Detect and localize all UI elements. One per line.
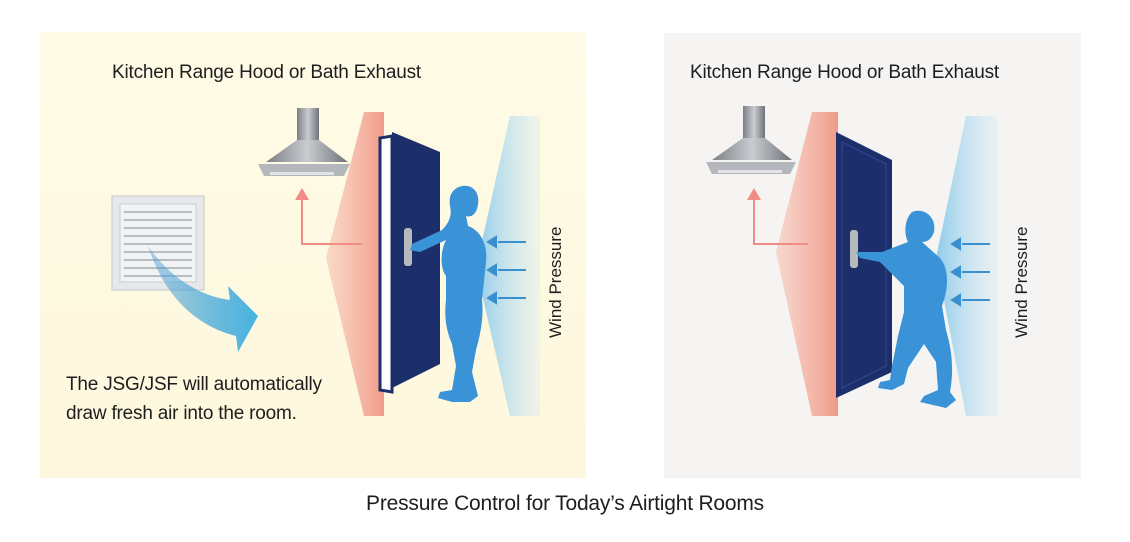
wind-pressure-zone	[476, 116, 540, 416]
description: The JSG/JSF will automatically draw fres…	[66, 370, 322, 428]
description-line-1: The JSG/JSF will automatically	[66, 370, 322, 399]
exhaust-fan-icon	[112, 196, 204, 290]
range-hood-icon-right	[706, 106, 796, 174]
door-icon	[380, 132, 440, 392]
appliance-label-right: Kitchen Range Hood or Bath Exhaust	[690, 62, 999, 84]
wind-pressure-label-right: Wind Pressure	[1012, 227, 1032, 338]
wind-pressure-label-left: Wind Pressure	[546, 227, 566, 338]
appliance-label-left: Kitchen Range Hood or Bath Exhaust	[112, 62, 421, 84]
figure-caption: Pressure Control for Today’s Airtight Ro…	[0, 492, 1130, 516]
range-hood-icon	[258, 108, 350, 176]
description-line-2: draw fresh air into the room.	[66, 399, 322, 428]
